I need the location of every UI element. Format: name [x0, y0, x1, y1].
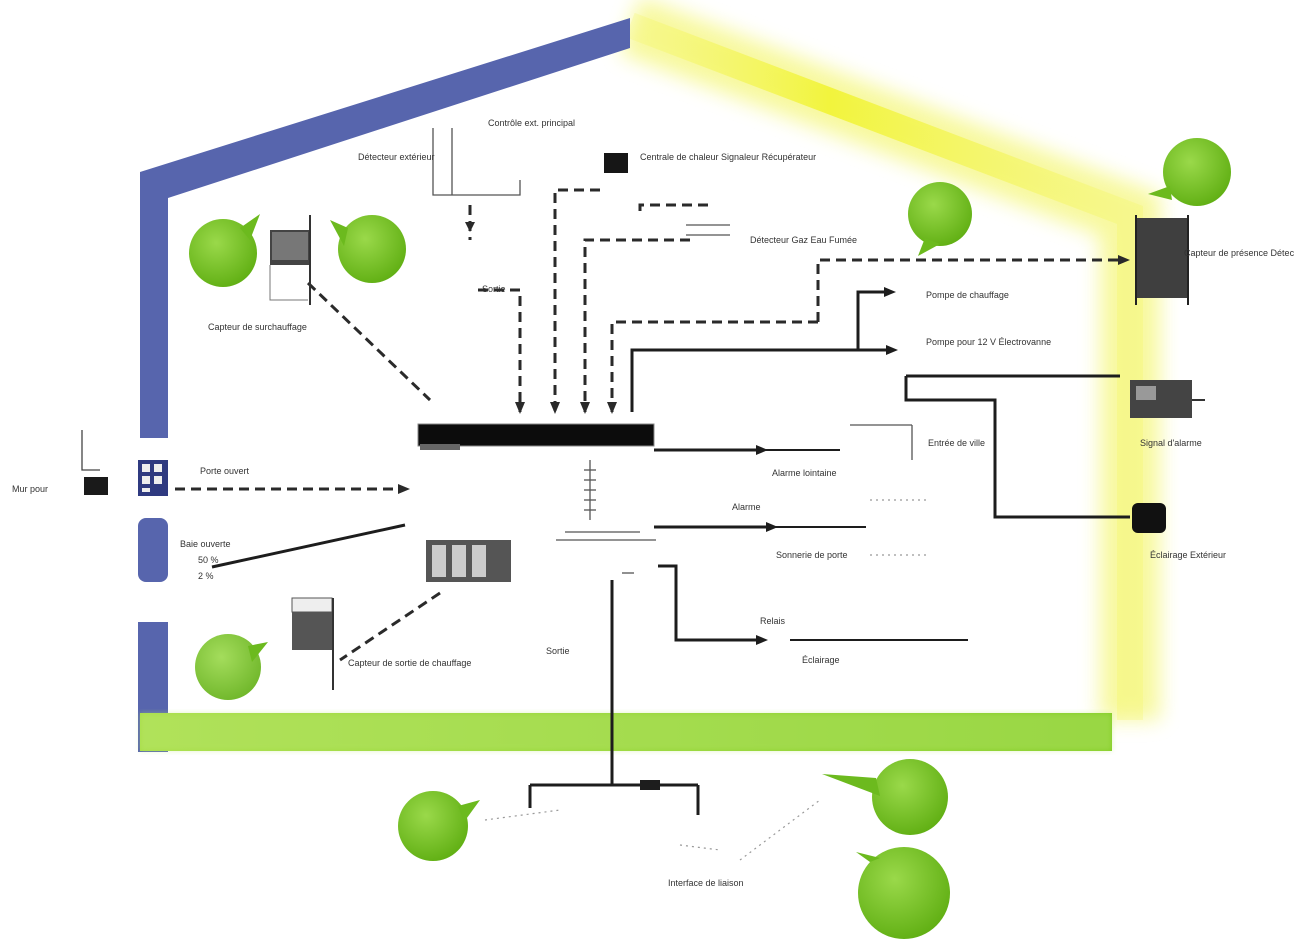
sensor-icon	[1130, 380, 1205, 418]
left-device-label: Mur pour	[12, 484, 48, 494]
ext-small-4: Sortie	[546, 646, 570, 656]
speech-bubble-icon	[189, 214, 260, 287]
left-window-sub2: 2 %	[198, 571, 214, 581]
left-window-label: Baie ouverte	[180, 539, 231, 549]
top-right-meter-label: Détecteur Gaz Eau Fumée	[750, 235, 857, 245]
out-4-label: Sonnerie de porte	[776, 550, 848, 560]
sensor-icon	[84, 477, 108, 495]
out-2-label: Pompe pour 12 V Électrovanne	[926, 337, 1051, 347]
output-lines	[211, 290, 1130, 815]
left-window-sub1: 50 %	[198, 555, 219, 565]
out-5-label: Éclairage	[802, 655, 840, 665]
sensor-icon	[1135, 215, 1189, 305]
speech-bubble-icon	[330, 215, 406, 283]
sensor-icon	[426, 540, 511, 582]
right-top-label: Capteur de présence Détecteur de surchau…	[1184, 248, 1294, 258]
ext-bottom-label: Interface de liaison	[668, 878, 744, 888]
out-6-label: Entrée de ville	[928, 438, 985, 448]
wireless-hints	[484, 499, 930, 861]
floor-glow	[140, 713, 1112, 751]
sensor-lower-left-label: Capteur de sortie de chauffage	[348, 658, 471, 668]
top-probe-label: Contrôle ext. principal	[488, 118, 575, 128]
sensor-icon	[604, 153, 628, 173]
right-dev-2-label: Éclairage Extérieur	[1150, 550, 1226, 560]
controller-icon	[417, 423, 655, 447]
out-3-label: Alarme lointaine	[772, 468, 837, 478]
left-arrow-label: Porte ouvert	[200, 466, 250, 476]
sensor-icon	[291, 597, 334, 690]
speech-bubble-icon	[1148, 138, 1231, 206]
sensor-icon	[269, 215, 311, 305]
ext-small-1: Sortie	[482, 284, 506, 294]
keypad-icon	[138, 460, 168, 496]
speech-bubble-icon	[195, 634, 268, 700]
speech-bubble-icon	[398, 791, 480, 861]
ext-small-3: Relais	[760, 616, 786, 626]
ext-small-2: Alarme	[732, 502, 761, 512]
speech-bubble-icon	[908, 182, 972, 256]
sensor-upper-left-label: Capteur de surchauffage	[208, 322, 307, 332]
roof-sun-glow	[619, 0, 1160, 720]
arrowheads	[398, 222, 1130, 494]
sensor-icon	[1132, 503, 1166, 533]
speech-bubble-icon	[822, 759, 948, 835]
out-1-label: Pompe de chauffage	[926, 290, 1009, 300]
input-signal-lines	[175, 188, 1120, 662]
thin-lines	[432, 128, 913, 574]
speech-bubble-icon	[856, 847, 950, 939]
right-dev-1-label: Signal d'alarme	[1140, 438, 1202, 448]
top-sensor-left-label: Détecteur extérieur	[358, 152, 435, 162]
top-box-label: Centrale de chaleur Signaleur Récupérate…	[640, 152, 816, 162]
